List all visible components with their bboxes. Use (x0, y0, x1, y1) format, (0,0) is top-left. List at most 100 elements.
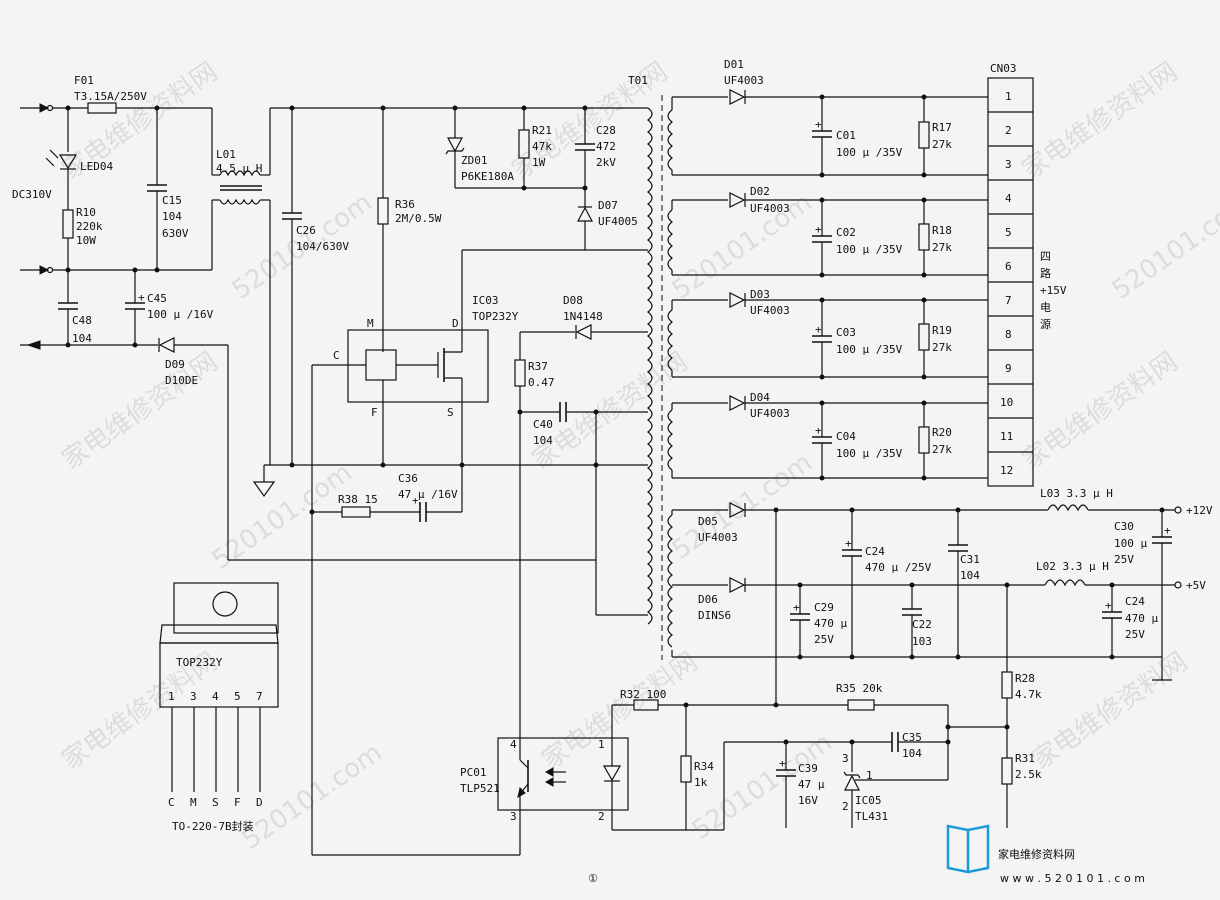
svg-text:+: + (412, 494, 419, 507)
ground-icon (252, 481, 276, 498)
c29-value: 470 μ (814, 617, 847, 630)
c24b-rating: 25V (1125, 628, 1145, 641)
pc01-pin2: 2 (598, 810, 605, 823)
l01-label: L01 (216, 148, 236, 161)
d04-value: UF4003 (750, 407, 790, 420)
inductor-l03 (1047, 504, 1089, 512)
cn03-pin-label: 12 (1000, 464, 1013, 477)
r20-value: 27k (932, 443, 952, 456)
package-pin-name: F (234, 796, 241, 809)
c15-label: C15 (162, 194, 182, 207)
c28-value: 472 (596, 140, 616, 153)
output-description-line: 路 (1040, 267, 1051, 280)
d02-value: UF4003 (750, 202, 790, 215)
r31-value: 2.5k (1015, 768, 1042, 781)
resistor-r31 (1001, 757, 1013, 785)
ic03-top232y (347, 329, 489, 403)
ic03-pin-d: D (452, 317, 459, 330)
pc01-pin4: 4 (510, 738, 517, 751)
d02-label: D02 (750, 185, 770, 198)
resistor-r34 (680, 755, 692, 783)
r36-value: 2M/0.5W (395, 212, 442, 225)
r28-label: R28 (1015, 672, 1035, 685)
resistor-r10 (62, 209, 74, 239)
c29-label: C29 (814, 601, 834, 614)
c40-value: 104 (533, 434, 553, 447)
ic03-label: IC03 (472, 294, 499, 307)
diode-d07 (576, 206, 594, 222)
input-section: F01 T3.15A/250V LED04 DC310V R10 220k 10… (12, 74, 596, 561)
book-icon (946, 824, 970, 874)
c02-value: 100 μ /35V (836, 243, 903, 256)
t01-label: T01 (628, 74, 648, 87)
watermark-text: 家电维修资料网 (537, 647, 703, 776)
r19-label: R19 (932, 324, 952, 337)
package-pin-name: D (256, 796, 263, 809)
c31-value: 104 (960, 569, 980, 582)
d07-label: D07 (598, 199, 618, 212)
c45-label: C45 (147, 292, 167, 305)
watermark-text: 家电维修资料网 (1017, 347, 1183, 476)
led04-label: LED04 (80, 160, 113, 173)
figure-number: ① (588, 872, 598, 885)
package-pin-number: 4 (212, 690, 219, 703)
watermark-text: 家电维修资料网 (57, 347, 223, 476)
r38-label: R38 15 (338, 493, 378, 506)
r34-label: R34 (694, 760, 714, 773)
ic03-pin-f: F (371, 406, 378, 419)
cn03-pin-label: 7 (1005, 294, 1012, 307)
l02-label: L02 3.3 μ H (1036, 560, 1109, 573)
diode-d05 (729, 502, 746, 518)
svg-text:+: + (1164, 524, 1171, 537)
pc01-pin3: 3 (510, 810, 517, 823)
diode-d08 (575, 324, 592, 340)
d03-value: UF4003 (750, 304, 790, 317)
cn03-pin-label: 10 (1000, 396, 1013, 409)
svg-text:+: + (815, 323, 822, 336)
cn03-pin-label: 2 (1005, 124, 1012, 137)
package-pin-name: M (190, 796, 197, 809)
c26-label: C26 (296, 224, 316, 237)
mounting-hole-icon (212, 591, 238, 617)
c30-rating: 25V (1114, 553, 1134, 566)
diode-d06 (729, 577, 746, 593)
diode-d09 (158, 337, 175, 353)
r10-label: R10 (76, 206, 96, 219)
svg-text:+: + (815, 118, 822, 131)
r28-value: 4.7k (1015, 688, 1042, 701)
c01-value: 100 μ /35V (836, 146, 903, 159)
output-description-line: 电 (1040, 301, 1051, 314)
package-pin-number: 7 (256, 690, 263, 703)
pc01-pin1: 1 (598, 738, 605, 751)
cn03-pin-label: 1 (1005, 90, 1012, 103)
output-description-line: +15V (1040, 284, 1067, 297)
c48-label: C48 (72, 314, 92, 327)
r32-label: R32 100 (620, 688, 666, 701)
c22-label: C22 (912, 618, 932, 631)
ic05-label: IC05 (855, 794, 882, 807)
package-pin-name: C (168, 796, 175, 809)
r34-value: 1k (694, 776, 708, 789)
c28-rating: 2kV (596, 156, 616, 169)
svg-text:+: + (1105, 599, 1112, 612)
zd01-label: ZD01 (461, 154, 488, 167)
cn03-pin-label: 5 (1005, 226, 1012, 239)
v12-output-label: +12V (1186, 504, 1213, 517)
d07-value: UF4005 (598, 215, 638, 228)
r21-label: R21 (532, 124, 552, 137)
resistor-r17 (918, 121, 930, 149)
c36-value: 47 μ /16V (398, 488, 458, 501)
brand-url: w w w . 5 2 0 1 0 1 . c o m (1000, 872, 1145, 885)
r21-rating: 1W (532, 156, 546, 169)
output-description-line: 四 (1040, 250, 1051, 263)
ic03-value: TOP232Y (472, 310, 519, 323)
r10-rating: 10W (76, 234, 96, 247)
c39-value: 47 μ (798, 778, 825, 791)
c24b-label: C24 (1125, 595, 1145, 608)
d08-value: 1N4148 (563, 310, 603, 323)
pc01-value: TLP521 (460, 782, 500, 795)
r19-value: 27k (932, 341, 952, 354)
ic05-pin3: 3 (842, 752, 849, 765)
l01-value: 4.5 μ H (216, 162, 262, 175)
d05-value: UF4003 (698, 531, 738, 544)
